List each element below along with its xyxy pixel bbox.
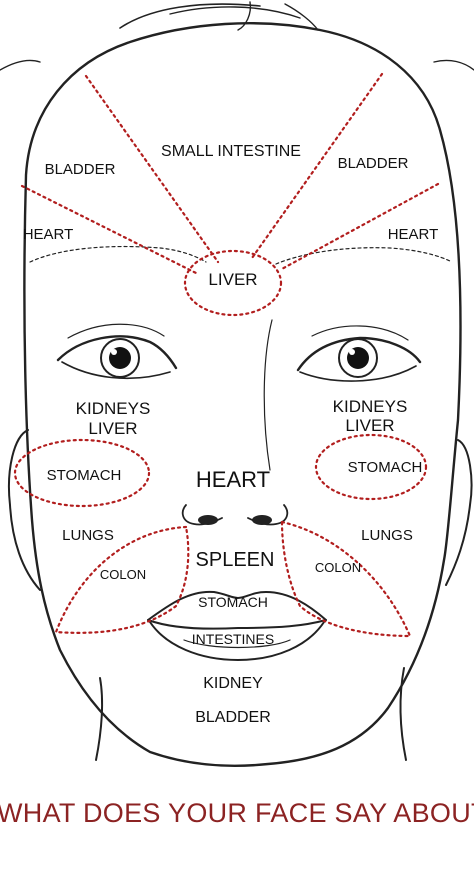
label-lungs-left: LUNGS (62, 527, 114, 544)
liver-zone (183, 249, 283, 317)
left-eyebrow (29, 245, 207, 263)
right-eyebrow (275, 247, 453, 265)
head-outline (23, 22, 462, 768)
hair-strands (0, 1, 474, 71)
nose (181, 504, 289, 526)
organ-labels: SMALL INTESTINE BLADDER BLADDER HEART HE… (23, 143, 439, 726)
label-small-intestine: SMALL INTESTINE (161, 143, 301, 160)
label-liver-center: LIVER (208, 270, 257, 289)
label-stomach-right: STOMACH (348, 459, 423, 476)
label-stomach-lips: STOMACH (198, 594, 268, 610)
caption-text: WHAT DOES YOUR FACE SAY ABOUT YOU (0, 798, 474, 828)
left-ear (7, 429, 41, 591)
label-heart-right: HEART (388, 226, 439, 243)
neck-right (399, 667, 407, 761)
label-bladder-chin: BLADDER (195, 709, 271, 726)
zone-lines (13, 72, 440, 638)
label-bladder-right: BLADDER (338, 155, 409, 172)
right-ear (445, 439, 473, 586)
right-colon-zone (280, 520, 412, 638)
page-caption: WHAT DOES YOUR FACE SAY ABOUT YOU (0, 798, 474, 838)
left-colon-zone (54, 525, 190, 634)
label-kidneys-left: KIDNEYS (76, 399, 151, 418)
label-bladder-left: BLADDER (45, 161, 116, 178)
label-colon-right: COLON (315, 560, 361, 575)
label-kidneys-right: KIDNEYS (333, 397, 408, 416)
label-lungs-right: LUNGS (361, 527, 413, 544)
left-stomach-zone (13, 438, 151, 508)
label-heart-left: HEART (23, 226, 74, 243)
label-stomach-left: STOMACH (47, 467, 122, 484)
label-spleen: SPLEEN (196, 549, 275, 571)
left-eye (56, 323, 178, 380)
lips (147, 590, 327, 661)
label-liver-right: LIVER (345, 416, 394, 435)
neck-left (95, 677, 104, 761)
right-eye (296, 325, 422, 382)
right-stomach-zone (314, 433, 428, 501)
label-liver-left: LIVER (88, 419, 137, 438)
label-heart-center: HEART (196, 467, 270, 492)
label-intestines: INTESTINES (192, 631, 274, 647)
label-kidney: KIDNEY (203, 675, 263, 692)
label-colon-left: COLON (100, 567, 146, 582)
nose-bridge (263, 319, 273, 471)
